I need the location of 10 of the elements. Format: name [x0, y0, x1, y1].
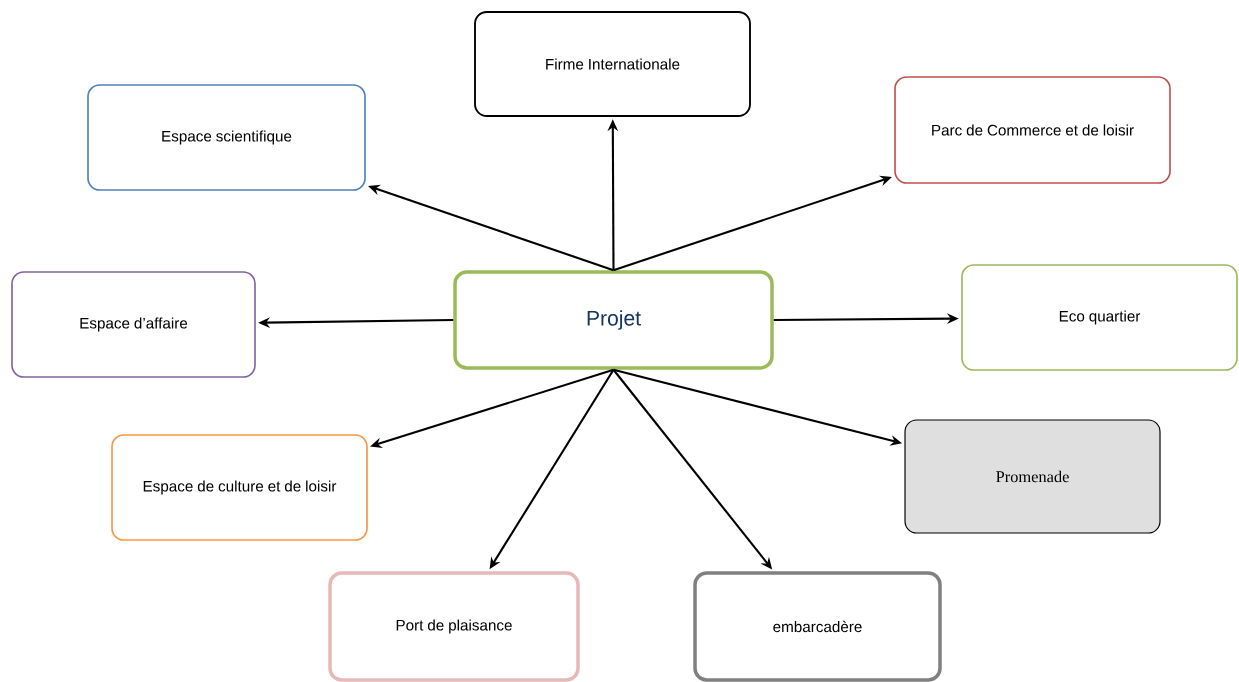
center-box: Projet	[453, 270, 774, 370]
rounded-box: Espace d’affaire	[11, 271, 256, 378]
rounded-box: Espace de culture et de loisir	[111, 434, 368, 541]
rounded-box: Port de plaisance	[328, 571, 580, 682]
rounded-box: Firme Internationale	[474, 11, 751, 117]
rounded-box: Promenade	[904, 419, 1161, 534]
rounded-box: embarcadère	[693, 571, 942, 682]
rounded-box: Eco quartier	[961, 264, 1238, 371]
rounded-box: Espace scientifique	[87, 84, 366, 191]
rounded-box: Parc de Commerce et de loisir	[894, 76, 1171, 184]
